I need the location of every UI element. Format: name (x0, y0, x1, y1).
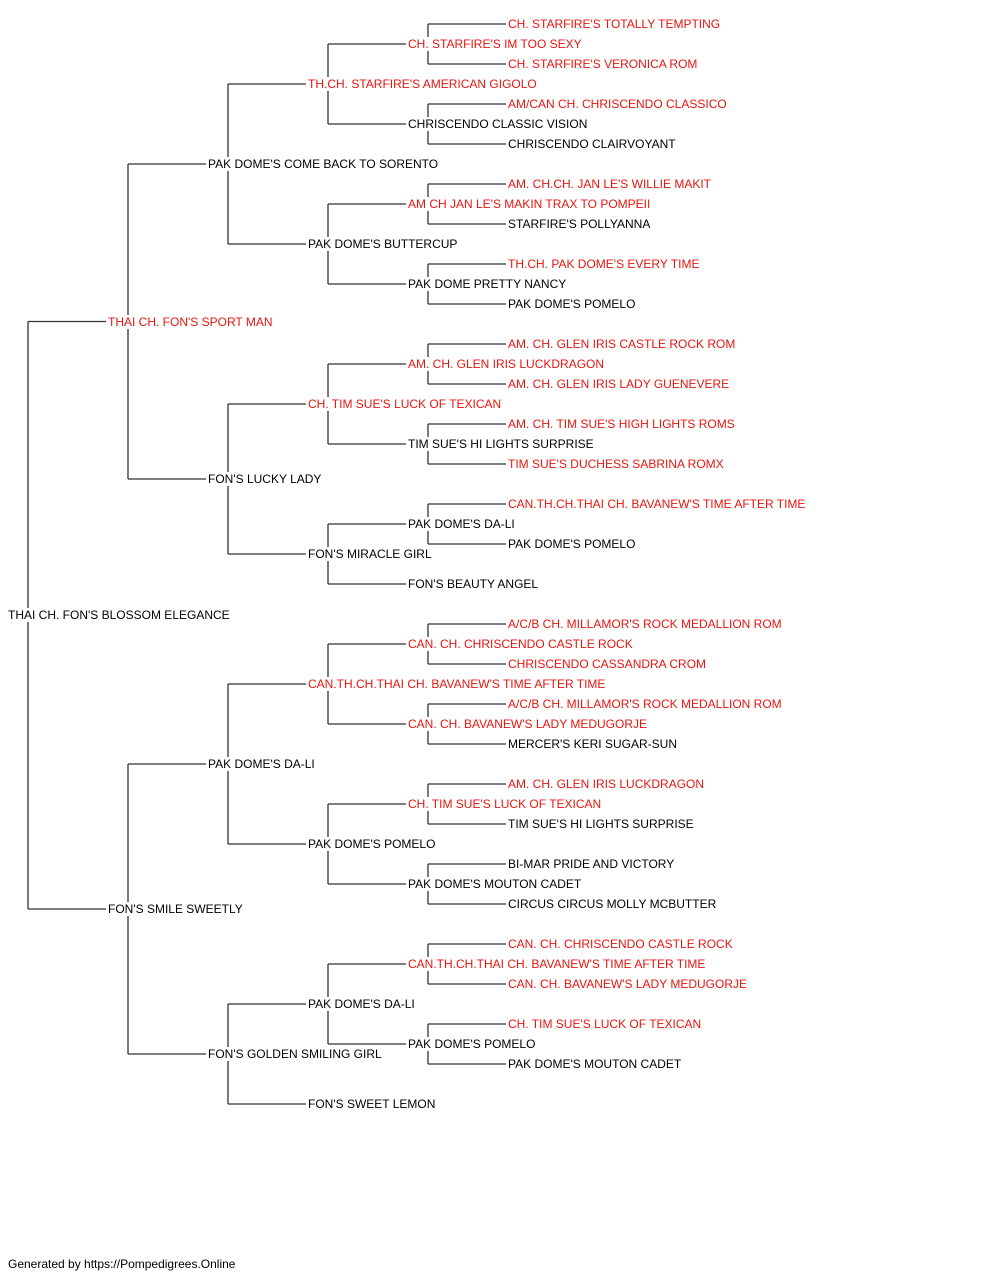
ancestor-name: PAK DOME'S DA-LI (308, 997, 417, 1011)
ancestor-name: STARFIRE'S POLLYANNA (508, 217, 653, 231)
ancestor-name: TIM SUE'S HI LIGHTS SURPRISE (408, 437, 596, 451)
ancestor-name: PAK DOME'S MOUTON CADET (508, 1057, 684, 1071)
generated-by-footer: Generated by https://Pompedigrees.Online (8, 1257, 236, 1271)
ancestor-name: CAN.TH.CH.THAI CH. BAVANEW'S TIME AFTER … (408, 957, 708, 971)
ancestor-name: TH.CH. STARFIRE'S AMERICAN GIGOLO (308, 77, 539, 91)
ancestor-name: AM. CH.CH. JAN LE'S WILLIE MAKIT (508, 177, 713, 191)
ancestor-name: PAK DOME'S BUTTERCUP (308, 237, 460, 251)
ancestor-name: CAN. CH. BAVANEW'S LADY MEDUGORJE (508, 977, 749, 991)
ancestor-name: PAK DOME PRETTY NANCY (408, 277, 569, 291)
ancestor-name: CAN. CH. CHRISCENDO CASTLE ROCK (408, 637, 635, 651)
ancestor-name: CAN. CH. BAVANEW'S LADY MEDUGORJE (408, 717, 649, 731)
ancestor-name: CAN. CH. CHRISCENDO CASTLE ROCK (508, 937, 735, 951)
ancestor-name: PAK DOME'S COME BACK TO SORENTO (208, 157, 441, 171)
ancestor-name: CHRISCENDO CASSANDRA CROM (508, 657, 709, 671)
ancestor-name: AM. CH. TIM SUE'S HIGH LIGHTS ROMS (508, 417, 737, 431)
ancestor-name: THAI CH. FON'S SPORT MAN (108, 314, 275, 329)
ancestor-name: PAK DOME'S POMELO (408, 1037, 538, 1051)
ancestor-name: AM. CH. GLEN IRIS LUCKDRAGON (508, 777, 707, 791)
subject-dog-name: THAI CH. FON'S BLOSSOM ELEGANCE (8, 608, 232, 623)
ancestor-name: MERCER'S KERI SUGAR-SUN (508, 737, 679, 751)
ancestor-name: CH. STARFIRE'S TOTALLY TEMPTING (508, 17, 723, 31)
ancestor-name: FON'S BEAUTY ANGEL (408, 577, 541, 591)
ancestor-name: PAK DOME'S POMELO (508, 537, 638, 551)
ancestor-name: A/C/B CH. MILLAMOR'S ROCK MEDALLION ROM (508, 617, 784, 631)
ancestor-name: PAK DOME'S DA-LI (208, 757, 317, 771)
ancestor-name: CH. STARFIRE'S VERONICA ROM (508, 57, 700, 71)
ancestor-name: TIM SUE'S HI LIGHTS SURPRISE (508, 817, 696, 831)
ancestor-name: CAN.TH.CH.THAI CH. BAVANEW'S TIME AFTER … (508, 497, 808, 511)
ancestor-name: FON'S SMILE SWEETLY (108, 902, 245, 916)
ancestor-name: PAK DOME'S POMELO (308, 837, 438, 851)
ancestor-name: AM. CH. GLEN IRIS LUCKDRAGON (408, 357, 607, 371)
ancestor-name: PAK DOME'S POMELO (508, 297, 638, 311)
ancestor-name: CH. STARFIRE'S IM TOO SEXY (408, 37, 584, 51)
ancestor-name: AM. CH. GLEN IRIS CASTLE ROCK ROM (508, 337, 738, 351)
ancestor-name: CH. TIM SUE'S LUCK OF TEXICAN (408, 797, 604, 811)
ancestor-name: FON'S MIRACLE GIRL (308, 547, 434, 561)
ancestor-name: AM CH JAN LE'S MAKIN TRAX TO POMPEII (408, 197, 653, 211)
ancestor-name: PAK DOME'S DA-LI (408, 517, 517, 531)
ancestor-name: PAK DOME'S MOUTON CADET (408, 877, 584, 891)
ancestor-name: CIRCUS CIRCUS MOLLY MCBUTTER (508, 897, 719, 911)
ancestor-name: CH. TIM SUE'S LUCK OF TEXICAN (308, 397, 504, 411)
ancestor-name: CAN.TH.CH.THAI CH. BAVANEW'S TIME AFTER … (308, 677, 608, 691)
ancestor-name: FON'S LUCKY LADY (208, 472, 324, 486)
ancestor-name: A/C/B CH. MILLAMOR'S ROCK MEDALLION ROM (508, 697, 784, 711)
ancestor-name: AM/CAN CH. CHRISCENDO CLASSICO (508, 97, 729, 111)
ancestor-name: CHRISCENDO CLASSIC VISION (408, 117, 590, 131)
ancestor-name: CHRISCENDO CLAIRVOYANT (508, 137, 678, 151)
ancestor-name: AM. CH. GLEN IRIS LADY GUENEVERE (508, 377, 732, 391)
ancestor-name: FON'S GOLDEN SMILING GIRL (208, 1047, 384, 1061)
ancestor-name: BI-MAR PRIDE AND VICTORY (508, 857, 677, 871)
ancestor-name: FON'S SWEET LEMON (308, 1097, 438, 1111)
ancestor-name: TIM SUE'S DUCHESS SABRINA ROMX (508, 457, 726, 471)
ancestor-name: CH. TIM SUE'S LUCK OF TEXICAN (508, 1017, 704, 1031)
ancestor-name: TH.CH. PAK DOME'S EVERY TIME (508, 257, 702, 271)
